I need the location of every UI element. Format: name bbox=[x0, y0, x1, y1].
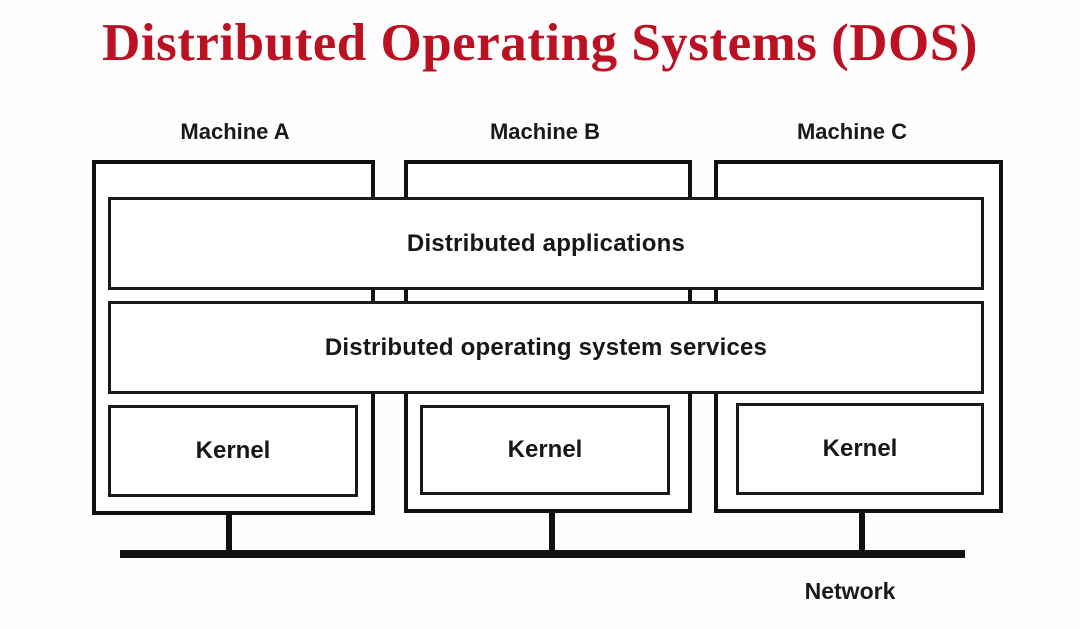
kernel-label-c: Kernel bbox=[822, 435, 898, 462]
machine-label-c: Machine C bbox=[796, 119, 908, 144]
page-title: Distributed Operating Systems (DOS) bbox=[102, 14, 978, 72]
network-bus-line bbox=[120, 550, 965, 558]
machine-label-a: Machine A bbox=[180, 119, 290, 144]
network-drop-line-b bbox=[549, 511, 555, 555]
kernel-box-a: Kernel bbox=[108, 405, 358, 497]
network-drop-line-a bbox=[226, 513, 232, 555]
distributed-applications-layer: Distributed applications bbox=[108, 197, 984, 290]
kernel-label-a: Kernel bbox=[195, 437, 271, 464]
distributed-os-services-layer: Distributed operating system services bbox=[108, 301, 984, 394]
network-label: Network bbox=[804, 578, 896, 604]
network-drop-line-c bbox=[859, 511, 865, 555]
distributed-os-services-label: Distributed operating system services bbox=[324, 333, 768, 361]
machine-label-b: Machine B bbox=[489, 119, 601, 144]
kernel-label-b: Kernel bbox=[507, 436, 583, 463]
distributed-applications-label: Distributed applications bbox=[406, 229, 686, 257]
kernel-box-b: Kernel bbox=[420, 405, 670, 495]
kernel-box-c: Kernel bbox=[736, 403, 984, 495]
